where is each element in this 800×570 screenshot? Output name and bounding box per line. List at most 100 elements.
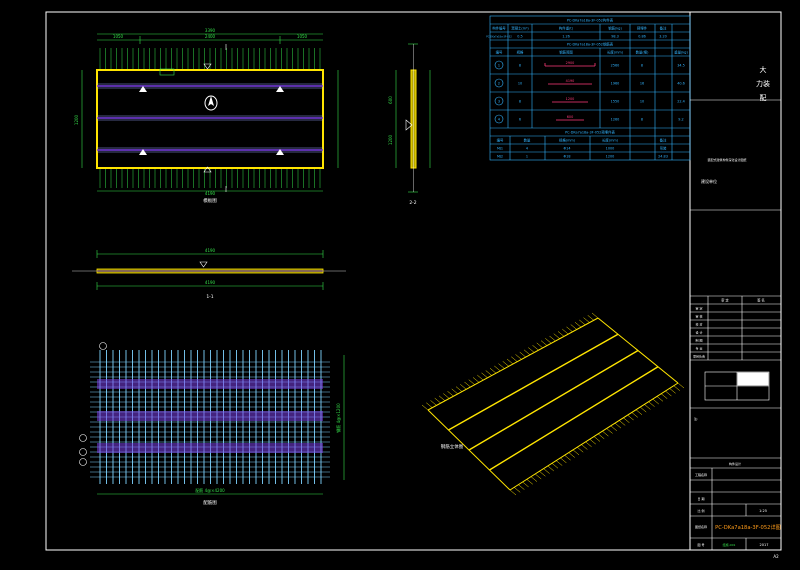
table3-title: PC-DKa7a18a-3F-052预埋件表: [565, 130, 615, 135]
iso-bar-stub: [602, 430, 609, 437]
plan-vertical-bars: [99, 48, 321, 188]
table1-h2: 构件重(t): [559, 26, 574, 31]
iso-bar-stub: [669, 388, 676, 394]
proj-no: 构件设计: [729, 461, 741, 466]
iso-bar-stub: [528, 347, 535, 353]
table2-h5: 重量(kg): [674, 50, 688, 55]
iso-bar-stub: [438, 395, 446, 401]
table2-h1: 规格: [517, 50, 524, 55]
table2-r2-no: 3: [498, 100, 500, 104]
table2-r0-spec: 8: [519, 64, 521, 68]
iso-bar-stub: [532, 345, 539, 351]
title-logo-block: [737, 372, 769, 386]
company-line-2: 力装: [756, 79, 770, 88]
iso-bar-stub: [421, 404, 429, 411]
table2-r1-no: 2: [498, 82, 500, 86]
iso-bar-stub: [648, 401, 655, 407]
table2-r3-len: 1260: [611, 118, 620, 122]
iso-bar-stub: [522, 481, 529, 488]
table3-h0: 编号: [497, 138, 504, 143]
iso-bar-stub: [481, 372, 488, 378]
iso-bar-stub: [644, 404, 651, 410]
iso-bar-stub: [536, 342, 543, 349]
iso-bar-stub: [652, 398, 659, 405]
plan-dim-total-top: 3390: [205, 28, 216, 33]
plan-view: 3390 1050 2400 1050 1200 4190 模板图: [74, 28, 339, 204]
iso-bar-stub: [519, 351, 526, 358]
iso-bar-stub: [661, 393, 668, 399]
iso-bar-stub: [579, 319, 586, 326]
drawing-no-label: 图 号: [698, 542, 705, 547]
plan-horizontal-bars: [97, 83, 323, 153]
table1-r5: 3.20: [659, 35, 667, 39]
iso-bar-stub: [627, 414, 634, 421]
table3-h3: 长度(mm): [602, 138, 619, 143]
table2-h4: 数量(根): [636, 50, 649, 55]
section-1-1-dim-top: 4190: [205, 248, 216, 253]
sign-row-0: 审 定: [696, 306, 703, 311]
table2-r0-qty: 8: [641, 64, 643, 68]
table3-r1-2: Φ18: [564, 155, 571, 159]
plan-dim-total-bottom: 4190: [205, 191, 216, 196]
iso-bar-stub: [535, 473, 542, 480]
iso-bar-stub: [511, 356, 518, 362]
iso-bar-stub: [514, 487, 521, 493]
date-label: 日 期: [698, 496, 705, 501]
iso-bar-stub: [547, 465, 554, 472]
iso-bar-stub: [564, 455, 571, 461]
iso-bar-stub: [447, 391, 454, 397]
table2-r3-no: 4: [498, 118, 500, 122]
table2-r2-len: 1550: [611, 100, 620, 104]
table3-r0-1: 4: [526, 147, 528, 151]
sign-row-2: 校 对: [696, 322, 703, 327]
iso-bar-stub: [591, 312, 599, 319]
iso-bar-stub: [587, 315, 594, 321]
iso-bar-stub: [426, 402, 433, 408]
drawing-name-label: 图纸名称: [695, 524, 707, 529]
iso-bar-stub: [477, 374, 484, 381]
plan-dim-height: 1200: [74, 114, 79, 125]
iso-bar-stub: [589, 438, 596, 445]
drawing-no: 结施-001: [723, 542, 736, 547]
design-unit: 建设单位: [701, 178, 717, 184]
table2-r3-qty: 8: [641, 118, 643, 122]
sign-header-0: 审 定: [721, 298, 729, 303]
table1-r4: 0.86: [638, 35, 646, 39]
iso-bar-stub: [640, 406, 647, 413]
table3-h4: 备注: [660, 138, 667, 143]
iso-bar-stub: [572, 449, 580, 456]
table2-r1-qty: 16: [640, 82, 644, 86]
iso-lattice-girder: [489, 366, 659, 471]
table1-r1: 0.5: [517, 35, 522, 39]
iso-bar-stub: [460, 384, 467, 390]
iso-bar-stub: [526, 479, 533, 485]
sign-row-6: 项目负责: [693, 354, 705, 359]
project-text: 装配式建筑构件深化设计图纸: [707, 157, 746, 162]
table2-r0-no: 1: [498, 64, 500, 68]
sign-row-1: 审 核: [696, 314, 703, 319]
iso-bar-stub: [455, 386, 463, 392]
rebar-horizontal-bars: [90, 361, 330, 478]
iso-bar-stub: [539, 471, 546, 477]
iso-bar-stub: [464, 381, 471, 388]
iso-bar-stub: [518, 484, 525, 490]
scale-label: 比 例: [698, 508, 705, 513]
schedule-tables: [489, 15, 691, 161]
iso-bar-stub: [557, 331, 565, 337]
rebar-callout-2: [79, 434, 87, 442]
iso-bar-stub: [468, 379, 475, 385]
section-1-1-caption: 1-1: [206, 294, 213, 300]
drawing-info: 注:: [694, 416, 698, 421]
rebar-lattice-band: [97, 379, 323, 389]
table3-r0-4: 吊装: [660, 146, 667, 151]
rebar-lattice-band: [97, 411, 323, 421]
proj-name: 工程名称: [695, 472, 707, 477]
iso-bar-stub: [610, 425, 617, 431]
iso-bar-stub: [677, 382, 685, 389]
table2-r1-spec: 10: [518, 82, 522, 86]
table1-r3: 98.3: [611, 35, 619, 39]
iso-bar-stub: [568, 452, 575, 458]
iso-bar-stub: [506, 358, 514, 365]
rebar-callout-3: [79, 448, 87, 456]
